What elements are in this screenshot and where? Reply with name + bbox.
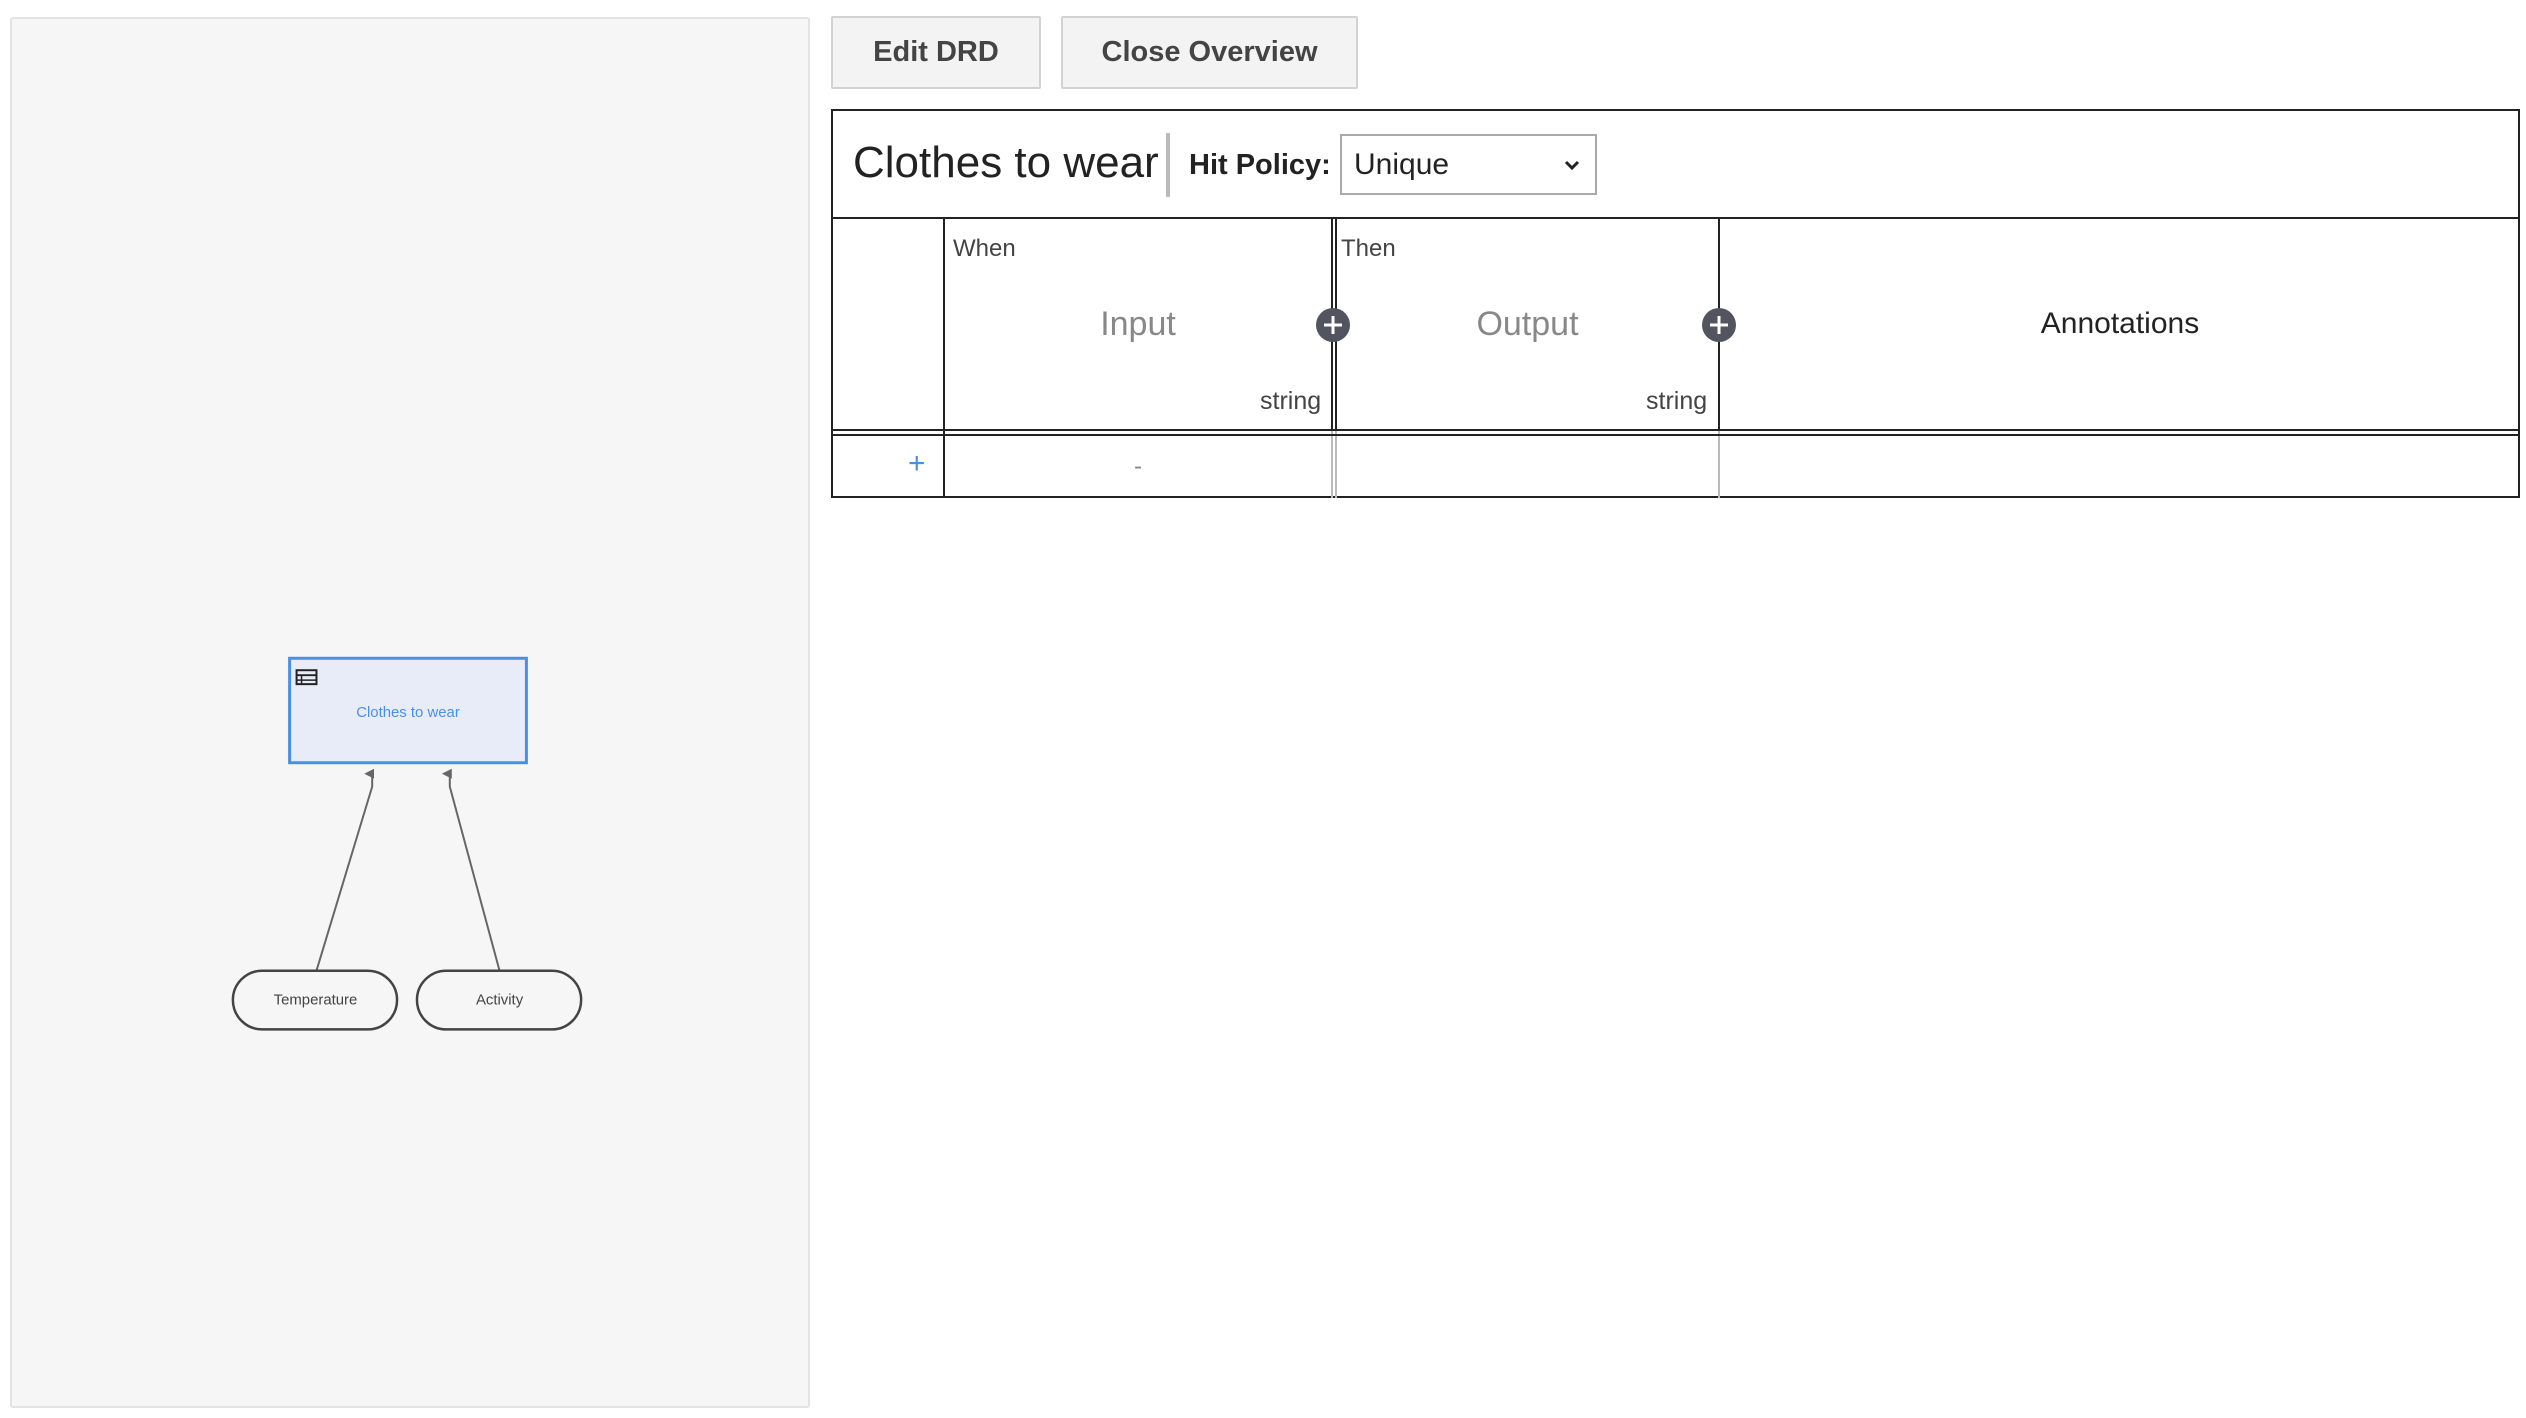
drd-canvas: Clothes to wear Temperature Activity — [231, 656, 583, 1031]
decision-node-label: Clothes to wear — [356, 704, 460, 721]
decision-table: Clothes to wear Hit Policy: Unique When … — [831, 109, 2520, 498]
header-body-divider-double — [833, 434, 2518, 436]
chevron-down-icon — [1564, 160, 1580, 171]
output-type-ref[interactable]: string — [1646, 387, 1708, 415]
input-data-node-temperature[interactable]: Temperature — [231, 969, 399, 1031]
then-label: Then — [1341, 235, 1396, 262]
add-output-clause-icon[interactable] — [1702, 308, 1736, 342]
decision-table-header: Clothes to wear Hit Policy: Unique — [833, 111, 2518, 219]
edit-drd-button[interactable]: Edit DRD — [831, 16, 1041, 89]
decision-table-icon — [295, 669, 318, 686]
decision-node[interactable]: Clothes to wear — [288, 656, 528, 765]
decision-table-name[interactable]: Clothes to wear — [853, 138, 1159, 187]
input-column-divider-rule-double — [1335, 430, 1337, 498]
header-separator — [1166, 133, 1170, 197]
input-column-divider-rule — [1331, 430, 1333, 498]
hit-policy-select[interactable]: Unique — [1340, 134, 1597, 195]
input-data-label: Activity — [476, 992, 524, 1009]
add-rule-button[interactable]: + — [908, 447, 926, 480]
input-clause-label[interactable]: Input — [1100, 305, 1176, 343]
input-type-ref[interactable]: string — [1260, 387, 1322, 415]
when-label: When — [953, 235, 1016, 262]
output-column-divider-rule — [1718, 430, 1720, 498]
index-column-divider — [943, 219, 945, 498]
close-overview-button[interactable]: Close Overview — [1061, 16, 1358, 89]
input-data-node-activity[interactable]: Activity — [415, 969, 583, 1031]
header-body-divider — [833, 429, 2518, 431]
drd-overview-panel[interactable]: Clothes to wear Temperature Activity — [10, 17, 810, 1408]
annotations-header: Annotations — [2040, 307, 2200, 340]
information-requirement-edge — [441, 768, 501, 971]
hit-policy-label: Hit Policy: — [1189, 149, 1331, 181]
information-requirement-edge — [315, 768, 375, 971]
hit-policy-value: Unique — [1354, 147, 1450, 181]
input-data-label: Temperature — [274, 992, 358, 1009]
add-input-clause-icon[interactable] — [1316, 308, 1350, 342]
output-clause-label[interactable]: Output — [1476, 305, 1579, 343]
rule-input-cell[interactable]: - — [1134, 453, 1142, 480]
